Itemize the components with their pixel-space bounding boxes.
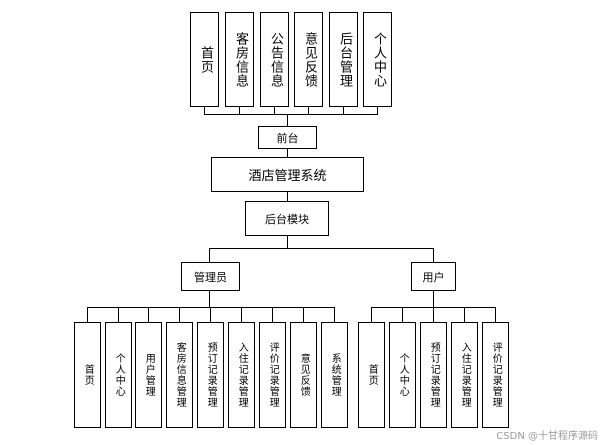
connector xyxy=(204,114,378,115)
node-frontend-notices: 公告信息 xyxy=(260,12,289,107)
connector xyxy=(148,307,149,322)
connector xyxy=(371,307,372,322)
connector xyxy=(433,248,434,262)
connector xyxy=(377,106,378,115)
connector xyxy=(287,191,288,201)
connector xyxy=(204,106,205,115)
node-frontend-profile: 个人中心 xyxy=(363,12,392,107)
connector xyxy=(274,106,275,115)
node-admin-checkins: 入住记录管理 xyxy=(228,322,255,428)
connector xyxy=(118,307,119,322)
watermark: CSDN @十甘程序源码 xyxy=(496,431,598,442)
node-admin: 管理员 xyxy=(181,262,240,291)
node-admin-users: 用户管理 xyxy=(135,322,162,428)
node-system-title: 酒店管理系统 xyxy=(211,157,364,192)
connector xyxy=(464,307,465,322)
connector xyxy=(287,114,288,126)
node-admin-rooms: 客房信息管理 xyxy=(166,322,193,428)
connector xyxy=(303,307,304,322)
connector xyxy=(433,307,434,322)
connector xyxy=(239,106,240,115)
node-frontend-home: 首页 xyxy=(190,12,219,107)
connector xyxy=(343,106,344,115)
node-admin-bookings: 预订记录管理 xyxy=(197,322,224,428)
connector xyxy=(402,307,403,322)
connector xyxy=(209,290,210,308)
connector xyxy=(210,307,211,322)
node-frontend-admin: 后台管理 xyxy=(329,12,358,107)
connector xyxy=(287,148,288,157)
connector xyxy=(287,235,288,248)
node-admin-profile: 个人中心 xyxy=(105,322,132,428)
node-backend: 后台模块 xyxy=(245,201,329,236)
node-user-checkins: 入住记录管理 xyxy=(451,322,478,428)
node-admin-home: 首页 xyxy=(74,322,101,428)
node-user: 用户 xyxy=(411,262,456,291)
connector xyxy=(308,106,309,115)
node-user-bookings: 预订记录管理 xyxy=(420,322,447,428)
node-user-profile: 个人中心 xyxy=(389,322,416,428)
connector xyxy=(179,307,180,322)
node-frontend: 前台 xyxy=(258,126,317,149)
node-admin-feedback: 意见反馈 xyxy=(290,322,317,428)
connector xyxy=(209,248,433,249)
node-user-home: 首页 xyxy=(358,322,385,428)
connector xyxy=(87,307,335,308)
node-admin-system: 系统管理 xyxy=(321,322,348,428)
connector xyxy=(495,307,496,322)
connector xyxy=(272,307,273,322)
node-user-reviews: 评价记录管理 xyxy=(482,322,509,428)
node-admin-reviews: 评价记录管理 xyxy=(259,322,286,428)
connector xyxy=(334,307,335,322)
connector xyxy=(87,307,88,322)
connector xyxy=(241,307,242,322)
node-frontend-feedback: 意见反馈 xyxy=(294,12,323,107)
connector xyxy=(209,248,210,262)
connector xyxy=(433,290,434,308)
node-frontend-rooms: 客房信息 xyxy=(225,12,254,107)
